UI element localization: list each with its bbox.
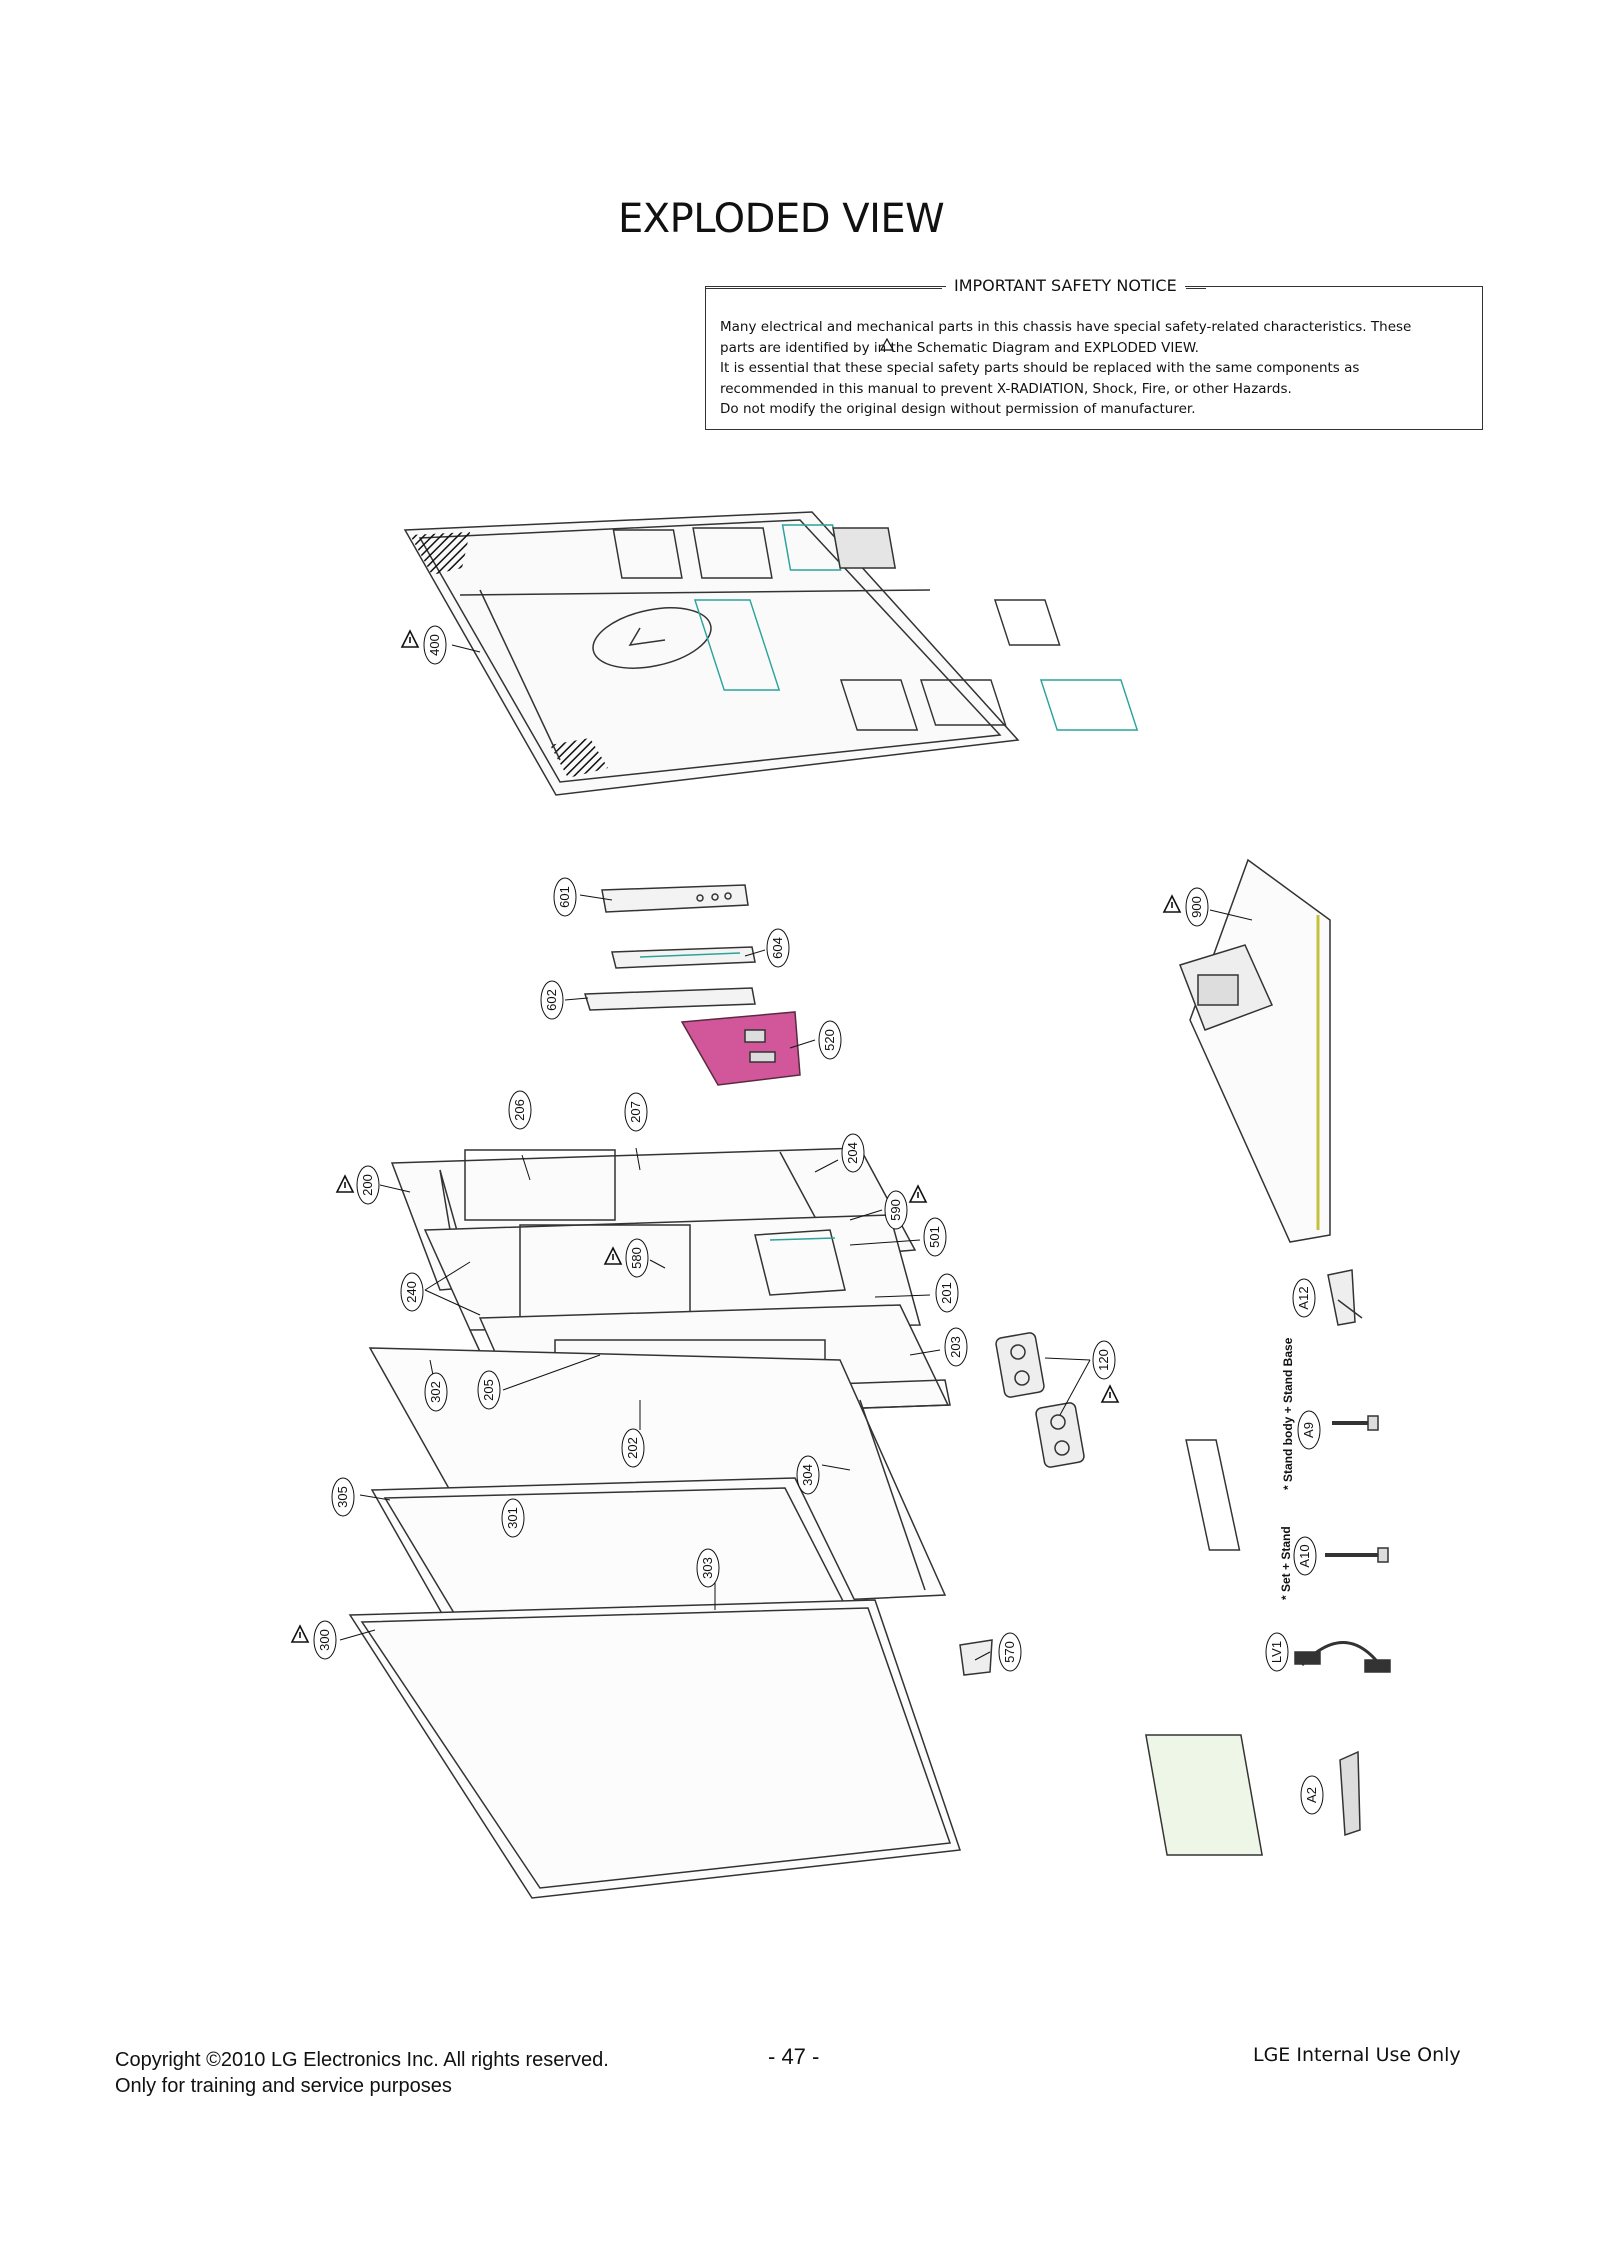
callout-201: 201	[939, 1282, 954, 1304]
callout-301: 301	[505, 1507, 520, 1529]
callout-303: 303	[700, 1557, 715, 1579]
callout-205: 205	[481, 1379, 496, 1401]
callout-A12: A12	[1296, 1286, 1311, 1309]
callout-604: 604	[770, 937, 785, 959]
page-number: - 47 -	[768, 2044, 820, 2069]
footer-internal-use: LGE Internal Use Only	[1253, 2044, 1461, 2066]
callout-400: 400	[427, 634, 442, 656]
callout-300: 300	[317, 1629, 332, 1651]
callout-302: 302	[428, 1381, 443, 1403]
callout-304: 304	[800, 1464, 815, 1486]
warning-icon-200	[335, 1174, 355, 1193]
warning-icon-400	[400, 629, 420, 648]
callout-A9: A9	[1301, 1422, 1316, 1438]
set-stand-label: * Set + Stand	[1279, 1526, 1293, 1600]
safety-warning-icons	[290, 629, 1182, 1643]
safety-notice-heading: IMPORTANT SAFETY NOTICE	[946, 276, 1185, 295]
footer-purpose: Only for training and service purposes	[115, 2075, 452, 2097]
callout-207: 207	[628, 1101, 643, 1123]
callout-580: 580	[629, 1247, 644, 1269]
callout-A2: A2	[1304, 1787, 1319, 1803]
page-title: EXPLODED VIEW	[618, 196, 945, 242]
callout-206: 206	[512, 1099, 527, 1121]
callout-200: 200	[360, 1174, 375, 1196]
notice-rule-right	[1186, 288, 1206, 289]
callout-601: 601	[557, 886, 572, 908]
notice-rule-left	[706, 288, 942, 289]
callout-203: 203	[948, 1336, 963, 1358]
callout-240: 240	[404, 1281, 419, 1303]
callout-LV1: LV1	[1269, 1641, 1284, 1663]
notice-line: recommended in this manual to prevent X-…	[720, 380, 1292, 397]
footer-copyright: Copyright ©2010 LG Electronics Inc. All …	[115, 2049, 609, 2071]
callout-leader-lines	[339, 644, 1253, 1661]
safety-warning-icon	[880, 338, 894, 351]
callout-202: 202	[625, 1437, 640, 1459]
notice-line: Do not modify the original design withou…	[720, 401, 1196, 417]
panel-layer-parts	[348, 1347, 1263, 1899]
back-cover-part	[403, 511, 1139, 796]
front-board-parts	[583, 884, 801, 1086]
callout-numbers: 400 601 604 602 520 900 206 207 204 200 …	[317, 634, 1319, 1803]
callout-120: 120	[1096, 1349, 1111, 1371]
callout-570: 570	[1002, 1641, 1017, 1663]
callout-305: 305	[335, 1486, 350, 1508]
callout-590: 590	[888, 1199, 903, 1221]
notice-line: It is essential that these special safet…	[720, 360, 1360, 376]
safety-notice-body: Many electrical and mechanical parts in …	[720, 317, 1480, 420]
speaker-parts	[995, 1332, 1085, 1468]
warning-icon-580	[603, 1246, 623, 1265]
callout-204: 204	[845, 1142, 860, 1164]
warning-icon-120	[1100, 1384, 1120, 1403]
stand-body-label: * Stand body + Stand Base	[1281, 1337, 1295, 1490]
warning-icon-900	[1162, 894, 1182, 913]
callout-ovals	[313, 625, 1324, 1815]
warning-icon-300	[290, 1624, 310, 1643]
notice-line: Many electrical and mechanical parts in …	[720, 319, 1412, 335]
callout-602: 602	[544, 989, 559, 1011]
callout-520: 520	[822, 1029, 837, 1051]
notice-line: parts are identified by in the Schematic…	[720, 339, 1199, 356]
stand-part	[1179, 858, 1331, 1243]
footer-copyright-block: Copyright ©2010 LG Electronics Inc. All …	[115, 2047, 609, 2099]
callout-900: 900	[1189, 896, 1204, 918]
warning-icon-590	[908, 1184, 928, 1203]
accessory-parts	[1294, 1269, 1391, 1837]
callout-A10: A10	[1297, 1544, 1312, 1567]
callout-501: 501	[927, 1226, 942, 1248]
